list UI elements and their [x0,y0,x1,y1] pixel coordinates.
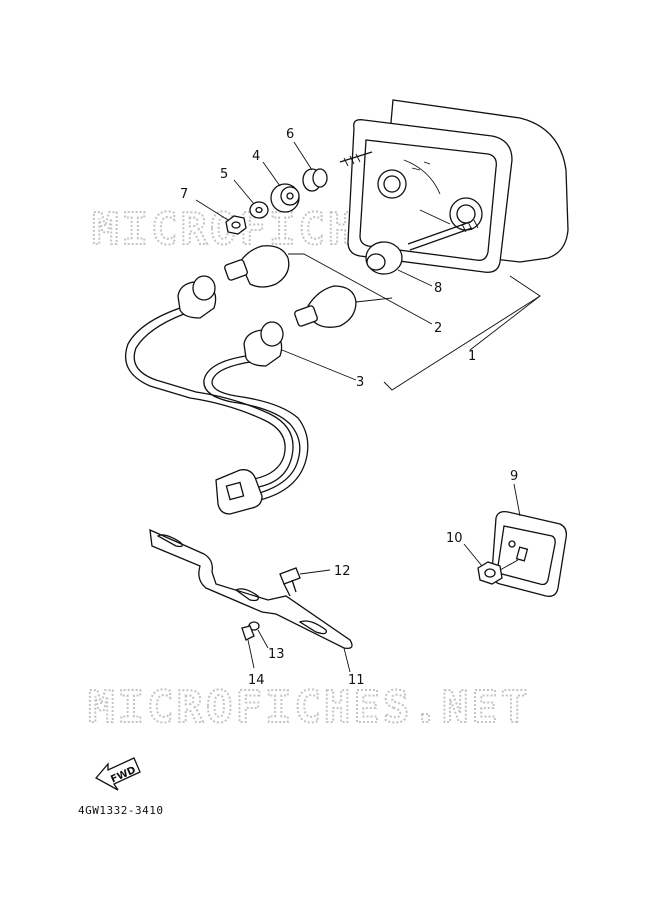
callout-8: 8 [434,281,442,296]
watermark-bottom: MICROFICHES.NET [88,682,530,733]
callout-5: 5 [220,167,228,182]
callout-11: 11 [348,673,365,688]
callout-10: 10 [446,531,463,546]
callout-6: 6 [286,127,294,142]
bulb-2 [224,245,433,325]
spacer-6 [293,141,328,192]
part-code: 4GW1332-3410 [78,804,163,817]
nut-7 [195,199,247,235]
grommet-4 [262,161,300,213]
callout-14: 14 [248,673,265,688]
callout-12: 12 [334,564,351,579]
grommet-8 [365,241,433,287]
callout-2: 2 [434,321,442,336]
screw-12 [279,567,331,597]
washer-5 [233,179,269,219]
leader-1 [383,275,541,391]
bracket-11 [149,528,353,673]
callout-3: 3 [356,375,364,390]
tail-light-housing [339,99,569,273]
license-lamp-9 [491,483,568,597]
nut-10 [463,543,519,585]
callout-9: 9 [510,469,518,484]
callout-7: 7 [180,187,188,202]
callout-1: 1 [468,349,476,364]
fwd-arrow-icon: FWD [94,757,141,791]
callout-13: 13 [268,647,285,662]
nut-14 [241,625,255,669]
socket-harness [124,275,357,515]
callout-4: 4 [252,149,260,164]
bulb-3 [294,285,393,328]
